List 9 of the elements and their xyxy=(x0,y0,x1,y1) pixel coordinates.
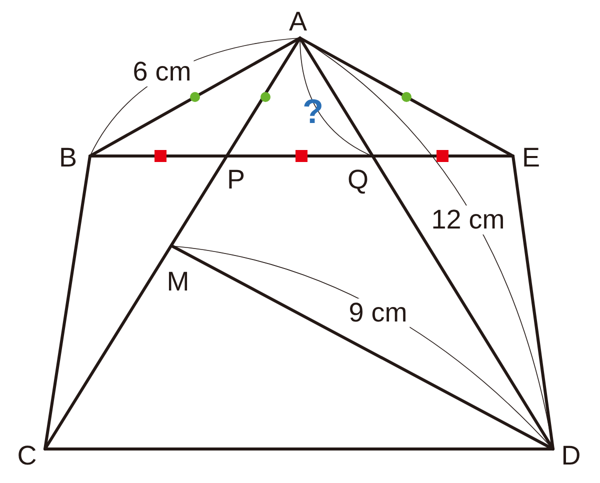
point-label: E xyxy=(522,144,540,172)
point-label: M xyxy=(166,268,190,296)
point-label: B xyxy=(59,144,77,172)
point-label: Q xyxy=(348,166,368,194)
point-label: C xyxy=(17,442,37,470)
point-label: D xyxy=(561,442,581,470)
point-label: A xyxy=(289,8,307,36)
question-mark: ? xyxy=(302,95,324,129)
point-label: P xyxy=(227,166,245,194)
